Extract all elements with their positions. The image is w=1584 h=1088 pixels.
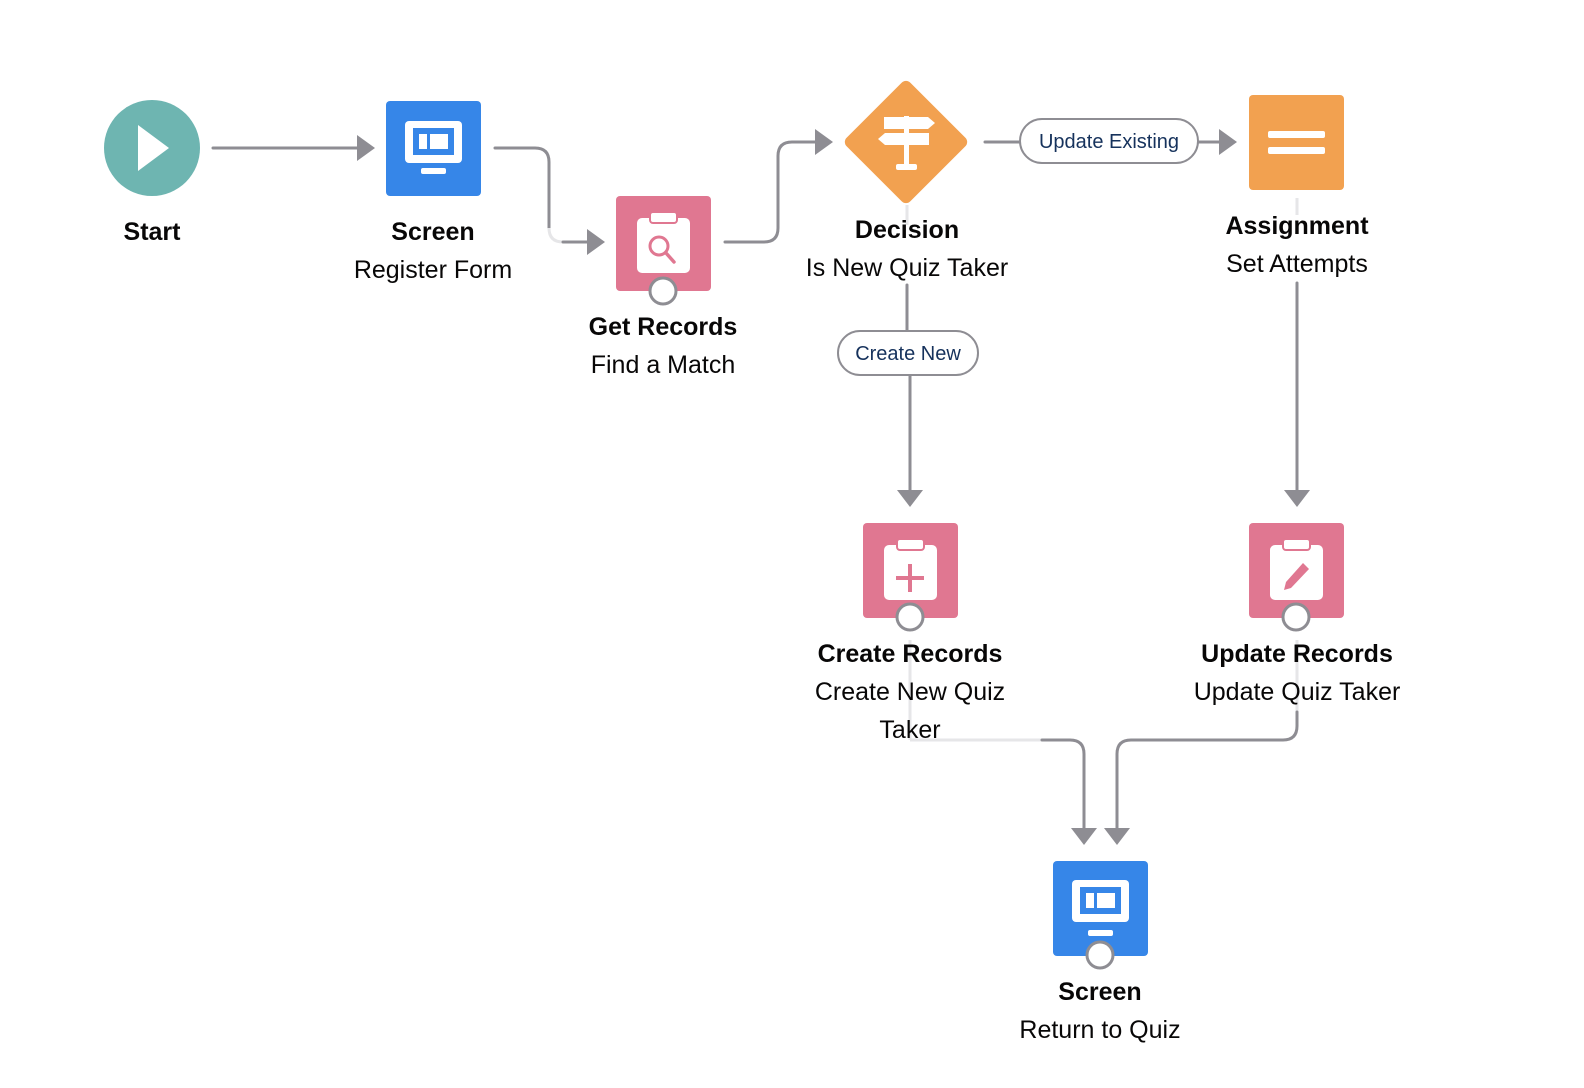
decision-label: Decision Is New Quiz Taker (787, 211, 1027, 287)
create-records-label: Create Records Create New Quiz Taker (800, 635, 1020, 749)
node-type: Screen (1058, 978, 1142, 1006)
fault-connector-handle[interactable] (895, 602, 925, 632)
screen-register-form-label: Screen Register Form (333, 213, 533, 289)
connector-assignment-to-update-records[interactable] (1284, 198, 1310, 507)
connector-label-create-new-text: Create New (855, 343, 961, 365)
get-records-label: Get Records Find a Match (563, 308, 763, 384)
connector-label-update-existing[interactable]: Update Existing (1019, 118, 1199, 164)
connector-decision-to-create-records[interactable] (897, 205, 923, 507)
node-type: Screen (391, 218, 475, 246)
screen-icon (1072, 880, 1129, 936)
fault-connector-handle[interactable] (1281, 602, 1311, 632)
node-name: Return to Quiz (1019, 1016, 1181, 1044)
clipboard-edit-icon (1270, 538, 1323, 600)
node-name: Find a Match (590, 351, 736, 379)
fault-connector-handle[interactable] (1085, 940, 1115, 970)
connector-start-to-screen[interactable] (211, 135, 375, 161)
create-records-node[interactable] (863, 523, 958, 632)
node-type: Get Records (588, 313, 738, 341)
decision-node[interactable] (842, 78, 969, 205)
node-name: Create New Quiz Taker (814, 678, 1006, 744)
clipboard-add-icon (884, 538, 937, 600)
node-name: Set Attempts (1226, 250, 1368, 278)
connector-get-records-to-decision[interactable] (723, 129, 833, 244)
assignment-node[interactable] (1249, 95, 1344, 190)
node-type: Start (123, 218, 181, 246)
connector-update-records-to-screen[interactable] (1104, 640, 1299, 845)
screen-icon (405, 121, 462, 174)
connector-screen-to-get-records[interactable] (493, 146, 605, 255)
update-records-label: Update Records Update Quiz Taker (1172, 635, 1422, 711)
get-records-node[interactable] (616, 196, 711, 306)
connector-label-update-existing-text: Update Existing (1039, 131, 1179, 153)
screen-return-to-quiz-node[interactable] (1053, 861, 1148, 970)
node-type: Decision (854, 216, 960, 244)
play-icon (138, 125, 169, 171)
node-name: Is New Quiz Taker (805, 254, 1009, 282)
node-type: Update Records (1201, 640, 1393, 668)
screen-register-form-node[interactable] (386, 101, 481, 196)
connector-create-records-to-screen[interactable] (908, 640, 1097, 845)
node-name: Register Form (353, 256, 513, 284)
fault-connector-handle[interactable] (648, 276, 678, 306)
connector-label-create-new[interactable]: Create New (837, 330, 979, 376)
screen-return-to-quiz-label: Screen Return to Quiz (990, 973, 1210, 1049)
assignment-label: Assignment Set Attempts (1187, 207, 1407, 283)
signpost-icon (878, 116, 935, 170)
start-label: Start (72, 213, 232, 251)
start-node[interactable] (104, 100, 200, 196)
node-name: Update Quiz Taker (1193, 678, 1401, 706)
connector-decision-to-assignment[interactable] (983, 129, 1237, 155)
node-type: Assignment (1225, 212, 1369, 240)
clipboard-search-icon (637, 211, 690, 273)
equals-icon (1268, 131, 1325, 154)
update-records-node[interactable] (1249, 523, 1344, 632)
node-type: Create Records (817, 640, 1003, 668)
